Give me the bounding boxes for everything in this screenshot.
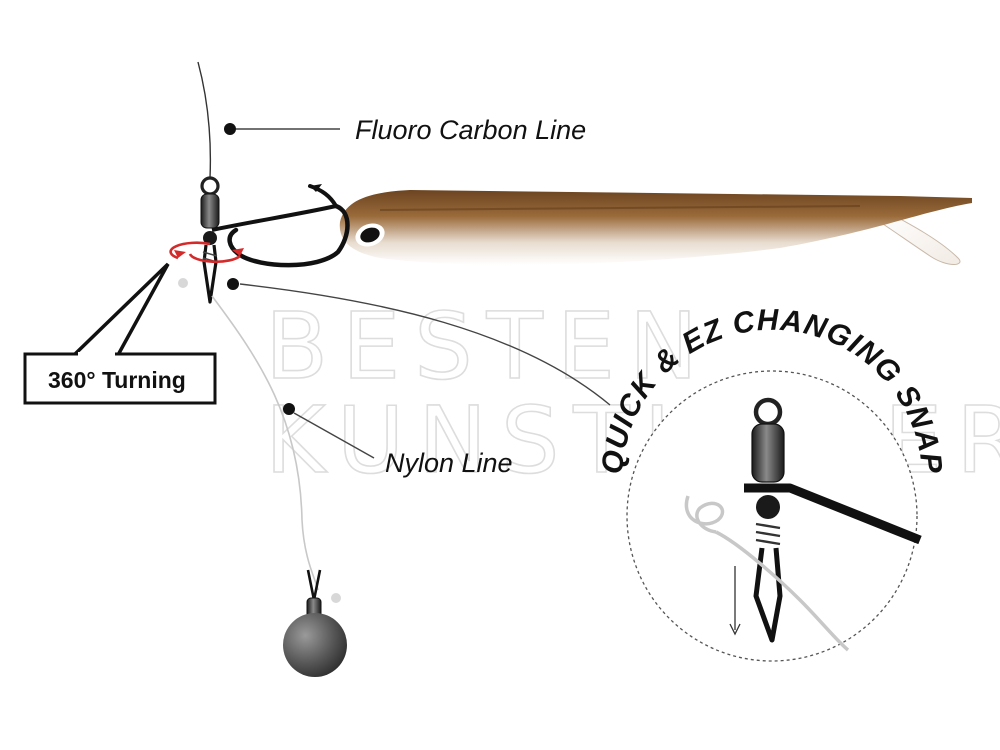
rotation-arc-front xyxy=(188,253,241,264)
callout-dot-nylon xyxy=(283,403,295,415)
detail-line-loop xyxy=(684,495,725,534)
rotation-arrow-head-left xyxy=(174,250,186,258)
lure-tail xyxy=(879,207,961,265)
sinker-weight xyxy=(283,613,347,677)
detail-hook-wire xyxy=(744,483,922,545)
callout-leader-nylon xyxy=(293,412,375,459)
detail-coil xyxy=(755,522,781,546)
rotation-arc-back xyxy=(169,241,211,260)
detail-direction-arrow-head xyxy=(729,623,741,636)
rotation-arrow xyxy=(169,241,244,264)
label-nylon-line: Nylon Line xyxy=(385,448,513,478)
snap-wire xyxy=(202,244,218,304)
callout-fluoro: Fluoro Carbon Line xyxy=(224,115,586,145)
callout-dot-snap xyxy=(227,278,239,290)
callout-leader-snap xyxy=(239,283,611,406)
lure-eye xyxy=(360,227,380,243)
swivel-ring xyxy=(200,176,220,196)
sinker-assembly xyxy=(283,569,347,677)
label-fluoro-carbon: Fluoro Carbon Line xyxy=(355,115,586,145)
turning-box xyxy=(23,352,217,405)
hook-shank xyxy=(211,204,337,232)
detail-swivel-barrel xyxy=(751,423,785,483)
turning-callout: 360° Turning xyxy=(23,262,217,405)
callout-snap xyxy=(227,278,611,406)
turning-pointer xyxy=(72,262,170,357)
callout-dot-fluoro xyxy=(224,123,236,135)
lure-body xyxy=(339,190,973,265)
hook xyxy=(211,184,350,268)
nylon-knot-bottom xyxy=(331,593,341,603)
nylon-line xyxy=(211,295,319,591)
watermark-line-1: BESTEN xyxy=(265,293,712,400)
swivel-bead xyxy=(203,231,217,245)
callout-nylon: Nylon Line xyxy=(283,403,513,478)
hook-barb xyxy=(310,184,322,192)
swivel-snap xyxy=(200,176,220,304)
fluoro-carbon-line xyxy=(197,61,212,179)
rotation-arrow-head xyxy=(232,248,244,256)
label-360-turning: 360° Turning xyxy=(48,367,186,393)
soft-lure xyxy=(339,190,973,265)
hook-bend xyxy=(227,203,350,268)
lure-lateral-line xyxy=(379,205,861,211)
nylon-knot-top xyxy=(178,278,188,288)
swivel-barrel xyxy=(200,193,220,229)
sinker-snap xyxy=(306,569,322,601)
detail-bead xyxy=(756,495,780,519)
detail-nylon-line xyxy=(715,530,850,652)
